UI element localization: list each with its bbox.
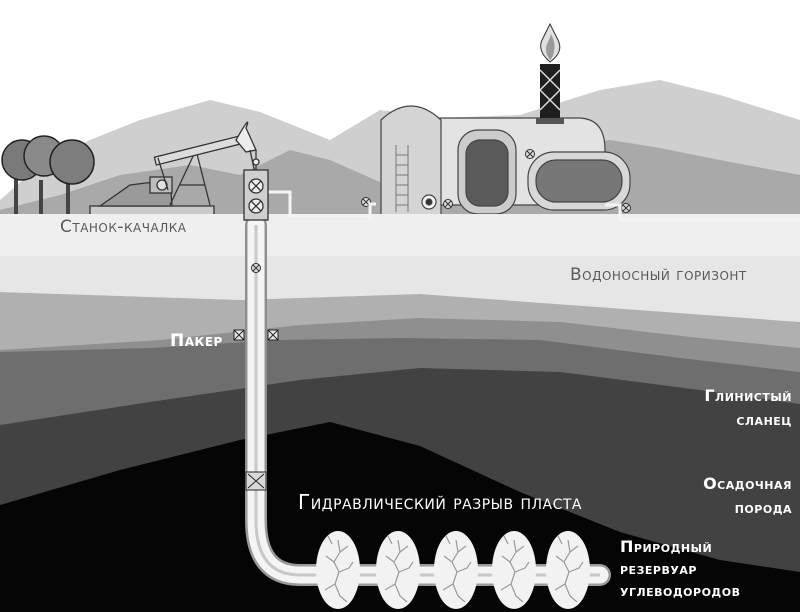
fracture-icon xyxy=(315,530,361,610)
aquifer-label: Водоносный горизонт xyxy=(570,265,747,285)
fracture-icon xyxy=(375,530,421,610)
packer-icon xyxy=(245,471,267,491)
flare-stack-icon xyxy=(536,22,564,124)
sediment-label-line-1: Осадочная xyxy=(703,474,792,493)
reservoir-label-line-1: Природный xyxy=(620,537,713,556)
reservoir-label: Природный резервуар углеводородов xyxy=(620,536,740,602)
shale-label-line-1: Глинистый xyxy=(704,386,792,405)
valve-icon xyxy=(621,203,631,213)
fracking-label: Гидравлический разрыв пласта xyxy=(298,490,582,514)
fracture-icon xyxy=(545,530,591,610)
aquifer-layer xyxy=(0,256,800,322)
pumpjack-label: Станок-качалка xyxy=(60,217,187,237)
fracture-icon xyxy=(491,530,537,610)
reservoir-label-line-3: углеводородов xyxy=(620,581,741,600)
surface-pipeline xyxy=(268,190,800,222)
processing-plant xyxy=(380,105,631,216)
shale-label-line-2: сланец xyxy=(736,410,792,429)
shale-label: Глинистый сланец xyxy=(704,384,792,432)
packer-label: Пакер xyxy=(170,331,223,351)
valve-icon xyxy=(525,149,535,159)
fracture-icon xyxy=(433,530,479,610)
sediment-label: Осадочная порода xyxy=(703,472,792,520)
wellhead-icon xyxy=(243,150,269,221)
valve-icon xyxy=(251,263,261,273)
well-bore xyxy=(245,214,611,586)
tree-icon xyxy=(1,135,95,214)
valve-icon xyxy=(443,199,453,209)
sediment-label-line-2: порода xyxy=(734,498,792,517)
packer-icon xyxy=(233,329,279,341)
reservoir-label-line-2: резервуар xyxy=(620,559,697,578)
